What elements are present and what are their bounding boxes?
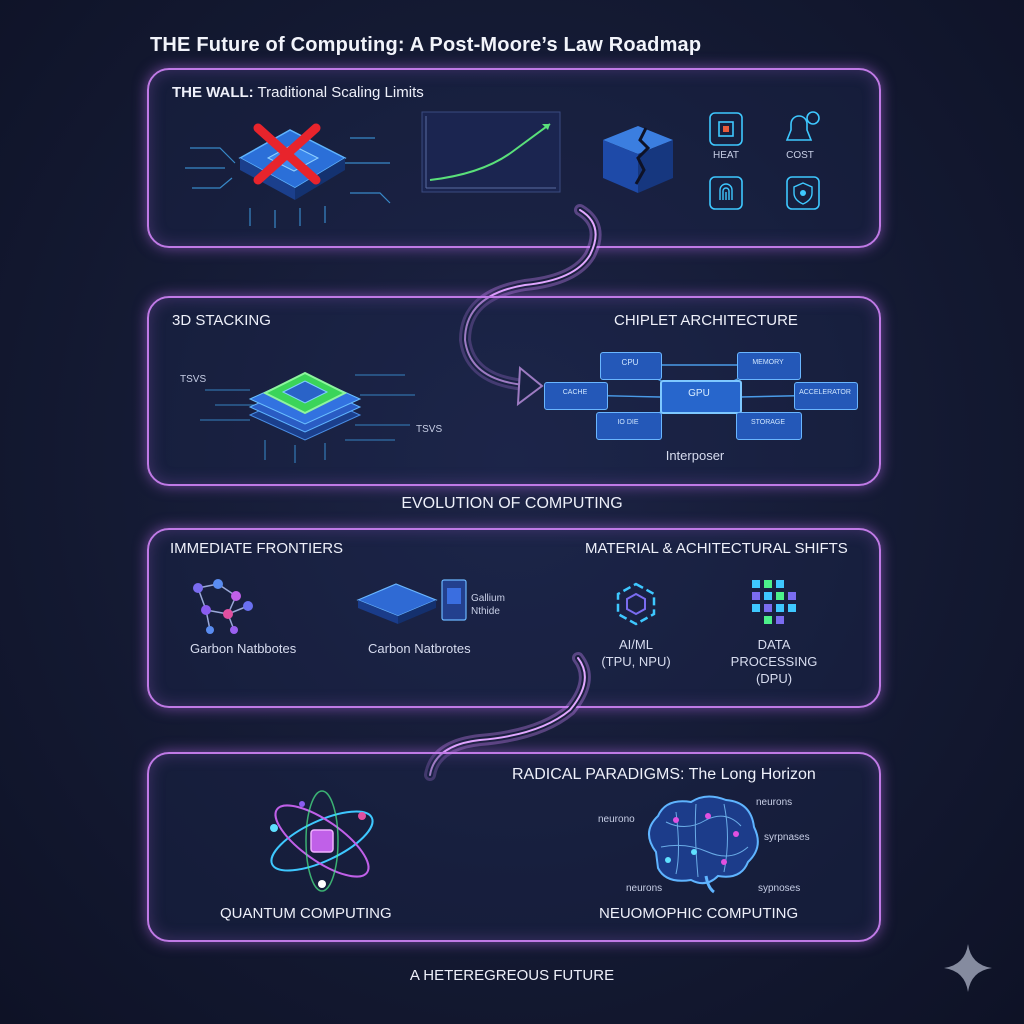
tsv-label-left: TSVS bbox=[180, 374, 207, 385]
gallium-label: Gallium Nthide bbox=[471, 593, 505, 617]
flow-arrow-1 bbox=[458, 204, 602, 407]
frontier-item-1: Garbon Natbbotes bbox=[190, 641, 297, 656]
chiplet-label: CACHE bbox=[562, 389, 588, 396]
fingerprint-icon bbox=[709, 176, 743, 210]
flow-arrow-2 bbox=[424, 652, 591, 781]
brain-label-neurons-top: neurons bbox=[756, 797, 793, 808]
frontiers-heading: IMMEDIATE FRONTIERS bbox=[170, 540, 344, 557]
cost-label: COST bbox=[786, 150, 814, 161]
frontiers-panel bbox=[147, 528, 881, 708]
ai-ml-label: AI/ML (TPU, NPU) bbox=[601, 637, 671, 669]
dpu-label: DATA PROCESSING (DPU) bbox=[730, 637, 818, 686]
footer-label: A HETEREGREOUS FUTURE bbox=[409, 967, 615, 984]
chiplet-storage bbox=[736, 412, 802, 440]
brain-label-sypnases-right: syrpnases bbox=[764, 832, 810, 843]
chiplet-label: CPU bbox=[621, 358, 639, 367]
chiplet-cpu bbox=[600, 352, 662, 380]
brain-label-neurono-left: neurono bbox=[598, 814, 635, 825]
stacked-chip-icon bbox=[200, 371, 415, 463]
evolution-label: EVOLUTION OF COMPUTING bbox=[401, 495, 623, 512]
brain-label-sypnases-bottom: sypnoses bbox=[758, 883, 801, 894]
radical-heading: RADICAL PARADIGMS: The Long Horizon bbox=[512, 766, 816, 783]
dpu-grid-icon bbox=[752, 580, 796, 624]
quantum-atom-icon bbox=[270, 790, 374, 892]
chiplet-label: GPU bbox=[688, 388, 710, 399]
quantum-label: QUANTUM COMPUTING bbox=[220, 905, 392, 922]
brain-label-neurons-bottom: neurons bbox=[626, 883, 663, 894]
radical-panel bbox=[147, 752, 881, 942]
chiplet-io bbox=[596, 412, 662, 440]
page-title: THE Future of Computing: A Post-Moore’s … bbox=[150, 34, 702, 56]
chiplet-heading: CHIPLET ARCHITECTURE bbox=[614, 312, 798, 329]
cracked-block-icon bbox=[603, 126, 673, 193]
chiplet-gpu bbox=[660, 380, 742, 414]
chiplet-label: MEMORY bbox=[752, 359, 784, 366]
chiplet-cache bbox=[544, 382, 608, 410]
nanotube-molecule-icon bbox=[193, 579, 253, 634]
chiplet-label: ACCELERATOR bbox=[799, 389, 851, 396]
frontier-item-2: Carbon Natbrotes bbox=[368, 641, 471, 656]
sparkle-icon bbox=[944, 944, 992, 992]
tsv-label-right: TSVS bbox=[416, 424, 443, 435]
chip-heat-icon bbox=[709, 112, 743, 146]
blocked-chip-icon bbox=[185, 123, 391, 228]
interposer-label: Interposer bbox=[665, 448, 725, 463]
shield-icon bbox=[786, 176, 820, 210]
heat-label: HEAT bbox=[713, 150, 739, 161]
shifts-heading: MATERIAL & ACHITECTURAL SHIFTS bbox=[585, 540, 848, 557]
chiplet-label: STORAGE bbox=[750, 419, 786, 426]
ai-chip-icon bbox=[616, 582, 656, 626]
stacking-heading: 3D STACKING bbox=[172, 312, 271, 329]
chiplet-label: IO DIE bbox=[617, 419, 639, 426]
scaling-graph-icon bbox=[421, 111, 561, 193]
neuromorphic-label: NEUOMOPHIC COMPUTING bbox=[599, 905, 799, 922]
chiplet-memory bbox=[737, 352, 801, 380]
cost-bell-icon bbox=[785, 111, 820, 141]
wall-heading: THE WALL: Traditional Scaling Limits bbox=[172, 84, 424, 101]
gallium-chip-icon bbox=[356, 579, 467, 624]
brain-icon bbox=[648, 795, 759, 894]
chiplet-accelerator bbox=[794, 382, 858, 410]
